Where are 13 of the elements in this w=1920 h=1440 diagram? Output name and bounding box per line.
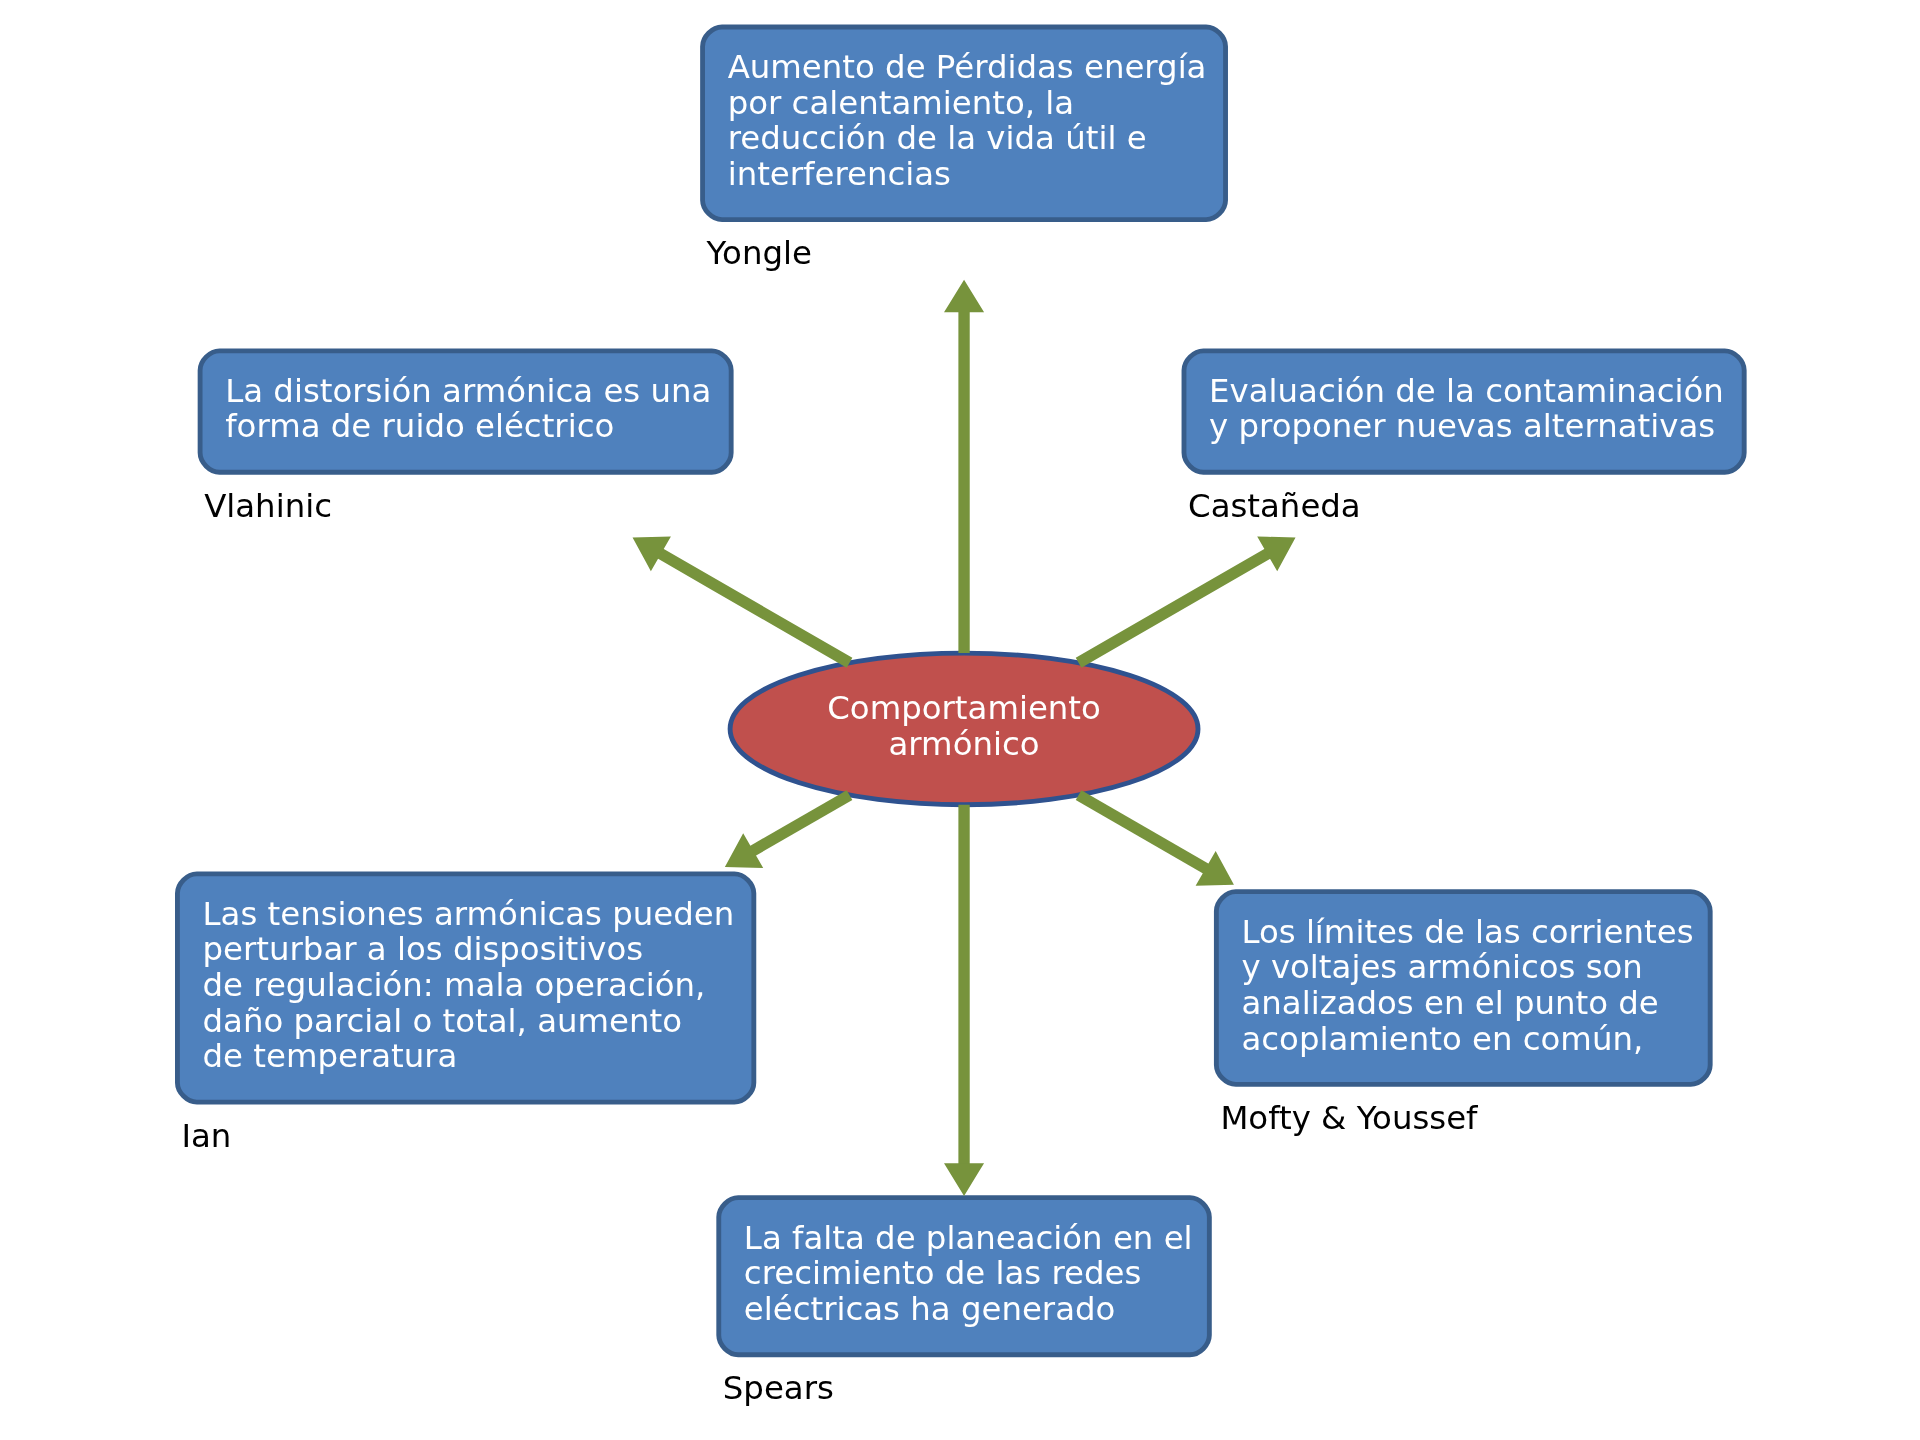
arrow xyxy=(724,790,853,868)
arrow xyxy=(944,804,985,1196)
node-label: Yongle xyxy=(706,234,812,273)
node-label: Ian xyxy=(181,1116,232,1155)
arrow xyxy=(944,279,985,653)
node-label: Castañeda xyxy=(1188,486,1361,525)
arrow xyxy=(632,536,853,668)
node-label: Mofty & Youssef xyxy=(1220,1098,1478,1137)
node-label: Vlahinic xyxy=(204,486,332,525)
arrow xyxy=(1075,790,1234,886)
node-label: Spears xyxy=(722,1369,834,1408)
node-ellipse: Comportamiento armónico xyxy=(727,650,1201,808)
arrow xyxy=(1075,536,1296,668)
